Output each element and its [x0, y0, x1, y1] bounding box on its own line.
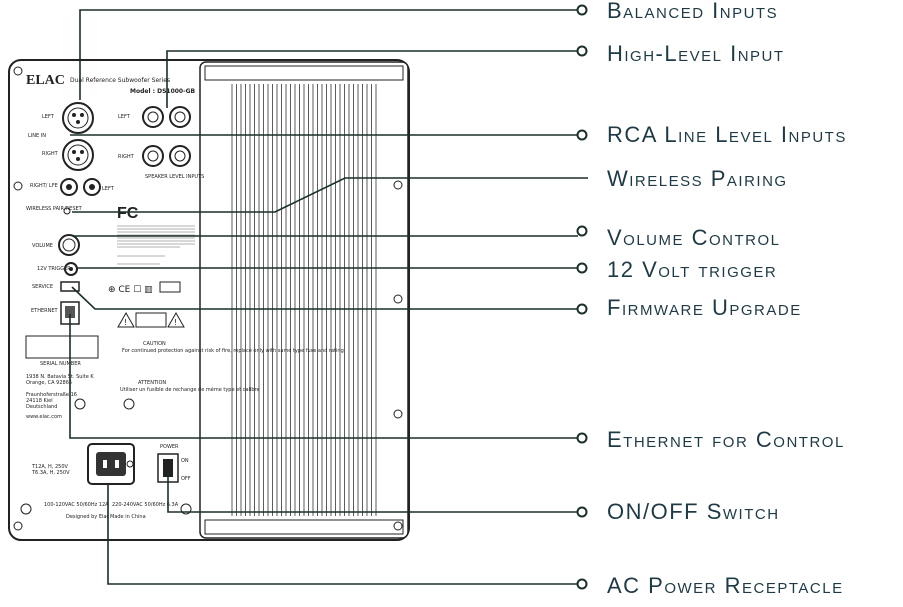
attention-title: ATTENTION	[138, 380, 166, 386]
leader-lines	[69, 9, 588, 585]
leader-on-off-switch	[167, 468, 578, 513]
power-label: POWER	[160, 444, 179, 450]
fuse-rating-1: T12A, H, 250V	[31, 464, 68, 470]
ethernet-label: ETHERNET	[31, 308, 59, 314]
off-label: OFF	[181, 476, 191, 482]
series-label: Dual Reference Subwoofer Series	[70, 77, 170, 84]
speaker-binding-post-icon	[142, 106, 191, 167]
xlr-right-icon	[62, 139, 94, 171]
volume-knob-icon	[58, 234, 80, 256]
callout-volume-control: Volume Control	[607, 225, 781, 250]
callout-on-off-switch: ON/OFF Switch	[607, 499, 780, 524]
right-lfe-label: RIGHT/ LFE	[30, 183, 58, 189]
trigger-label: 12V TRIGGER	[37, 266, 71, 272]
model-label: Model : DS1000-GB	[130, 88, 196, 95]
speaker-left-label: LEFT	[118, 114, 131, 120]
wireless-label: WIRELESS PAIR/RESET	[26, 206, 83, 212]
right-label: RIGHT	[42, 151, 59, 157]
attention-text: Utiliser un fusible de rechange de même …	[120, 386, 260, 393]
callout-rca-line-level-inputs: RCA Line Level Inputs	[607, 122, 847, 147]
address-de-line-2: 24118 Kiel	[26, 398, 53, 404]
callout-ac-power-receptacle: AC Power Receptacle	[607, 573, 844, 598]
leader-high-level-input	[166, 50, 578, 108]
address-us-line-2: Orange, CA 92865	[26, 380, 72, 386]
wireless-pair-button-icon	[63, 207, 71, 215]
xlr-left-icon	[62, 102, 94, 134]
callout-wireless-pairing: Wireless Pairing	[607, 166, 788, 191]
fcc-logo: FC	[117, 205, 139, 222]
leader-wireless-pairing	[72, 177, 588, 213]
rca-left-label: LEFT	[102, 186, 115, 192]
usb-port-icon	[60, 281, 80, 292]
warning-label: ! !	[117, 311, 185, 328]
svg-text:!: !	[124, 318, 127, 327]
speaker-right-label: RIGHT	[118, 154, 135, 160]
leader-ac-power	[107, 484, 578, 585]
certification-box-icon	[159, 281, 181, 293]
callout-ethernet-for-control: Ethernet for Control	[607, 427, 845, 452]
callout-balanced-inputs: Balanced Inputs	[607, 0, 778, 23]
callout-firmware-upgrade: Firmware Upgrade	[607, 295, 802, 320]
voltage-rating-1: 100-120VAC 50/60Hz 12A	[44, 502, 109, 508]
rca-input-icon	[60, 178, 101, 196]
leader-firmware-upgrade	[71, 286, 578, 310]
svg-text:!: !	[174, 318, 177, 327]
address-de-line-3: Deutschland	[26, 404, 57, 410]
callout-12-volt-trigger: 12 Volt trigger	[607, 257, 777, 282]
left-label: LEFT	[42, 114, 55, 120]
address-us-line-1: 1938 N. Batavia St. Suite K	[26, 374, 94, 380]
serial-label: SERIAL NUMBER	[40, 361, 81, 367]
made-in-label: Made in China	[110, 514, 146, 520]
on-label: ON	[181, 458, 189, 464]
heatsink	[199, 61, 409, 539]
line-in-label: LINE IN	[28, 133, 46, 139]
trigger-jack-icon	[64, 262, 78, 276]
callout-dots	[576, 4, 588, 590]
certification-marks: ⊕ CE ☐ ▥	[108, 285, 153, 295]
website-label: www.elac.com	[26, 414, 62, 420]
callout-high-level-input: High-Level Input	[607, 41, 785, 66]
voltage-rating-2: 220-240VAC 50/60Hz 6.3A	[112, 502, 179, 508]
small-screw-icon	[20, 398, 192, 515]
regulatory-text-block	[117, 225, 195, 265]
volume-label: VOLUME	[32, 243, 53, 249]
ac-receptacle-icon	[87, 443, 135, 485]
caution-title: CAUTION	[143, 341, 166, 347]
address-de-line-1: Fraunhoferstraße 16	[26, 392, 77, 398]
brand-logo: ELAC	[26, 73, 65, 88]
fuse-rating-2: T6.3A, H, 250V	[31, 470, 70, 476]
caution-text: For continued protection against risk of…	[122, 348, 344, 354]
designed-by-label: Designed by Elac	[66, 514, 109, 520]
serial-number-box	[25, 335, 99, 359]
service-label: SERVICE	[32, 284, 53, 290]
screw-icon	[13, 66, 403, 531]
leader-ethernet	[69, 314, 578, 439]
leader-balanced-inputs	[79, 9, 578, 100]
speaker-inputs-label: SPEAKER LEVEL INPUTS	[145, 174, 204, 180]
